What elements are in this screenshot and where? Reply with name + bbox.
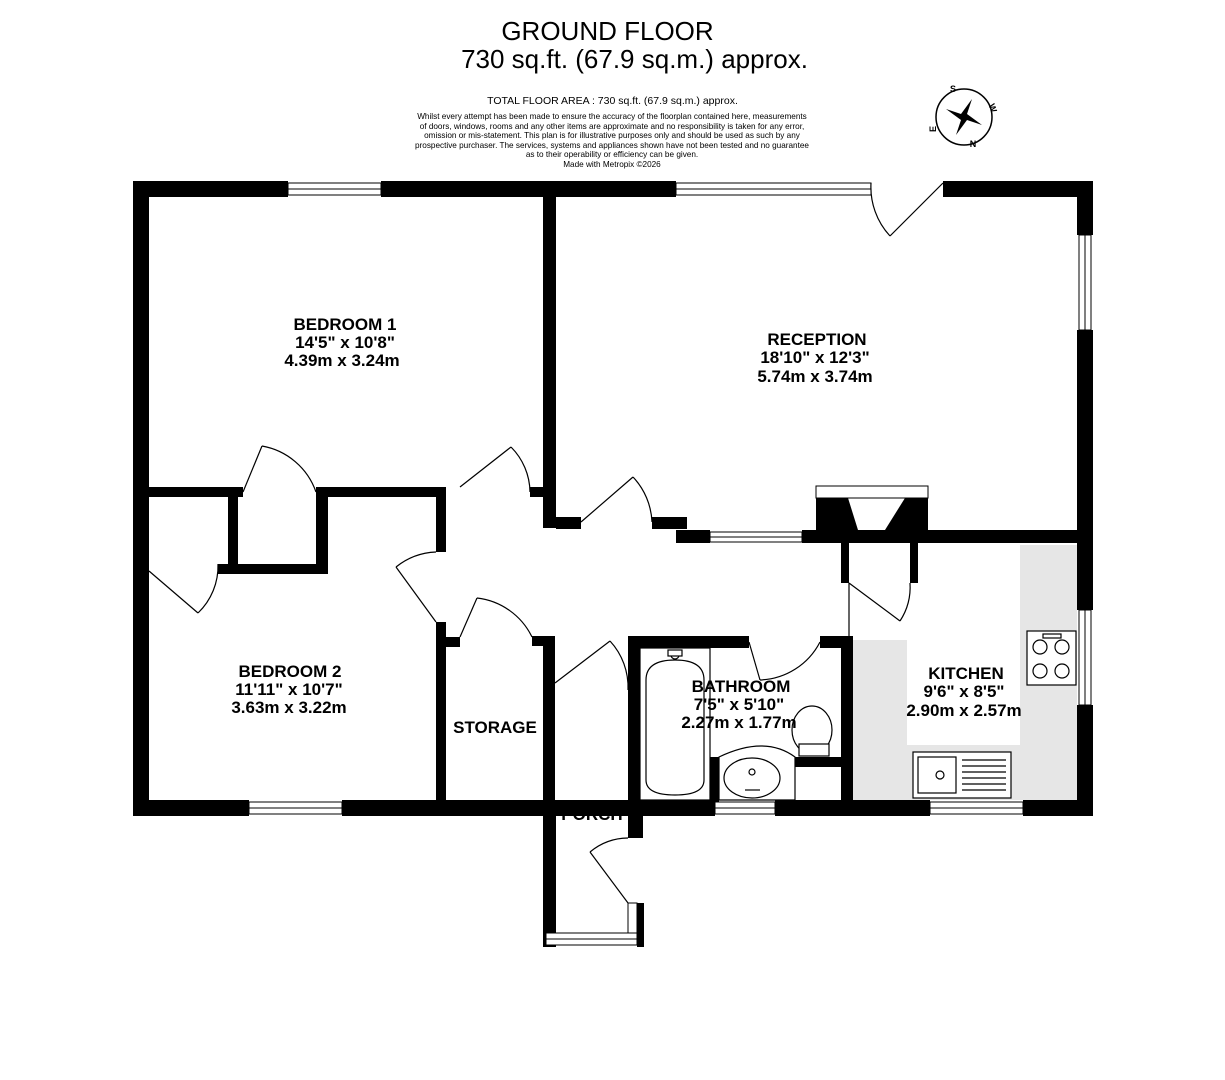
- kitchen-imperial: 9'6" x 8'5": [924, 682, 1005, 701]
- reception-metric: 5.74m x 3.74m: [757, 367, 872, 386]
- total-floor-area: TOTAL FLOOR AREA : 730 sq.ft. (67.9 sq.m…: [487, 95, 738, 107]
- kitchen-fixtures: [912, 630, 1077, 799]
- compass-n: N: [970, 139, 977, 149]
- bedroom1-name: BEDROOM 1: [294, 315, 397, 334]
- window-porch-side: [627, 902, 638, 934]
- bathroom-fixtures: [639, 647, 833, 801]
- disclaimer-line: prospective purchaser. The services, sys…: [414, 140, 809, 150]
- bedroom2-metric: 3.63m x 3.22m: [231, 698, 346, 717]
- kitchen-metric: 2.90m x 2.57m: [906, 701, 1021, 720]
- windows: [248, 182, 1092, 946]
- bath-tub-icon: [645, 659, 705, 796]
- compass-e: E: [928, 126, 938, 132]
- bedroom2-name: BEDROOM 2: [239, 662, 342, 681]
- bedroom1-metric: 4.39m x 3.24m: [284, 351, 399, 370]
- bathroom-metric: 2.27m x 1.77m: [681, 713, 796, 732]
- disclaimer-line: Made with Metropix ©2026: [563, 159, 661, 169]
- doors: [148, 182, 944, 904]
- bathroom-name: BATHROOM: [692, 677, 791, 696]
- sink-icon: [723, 757, 781, 799]
- porch-name: PORCH: [561, 805, 622, 824]
- hob-icon: [1026, 630, 1077, 686]
- disclaimer-line: omission or mis-statement. This plan is …: [424, 131, 800, 141]
- floor-title: GROUND FLOOR: [501, 16, 714, 46]
- bedroom2-imperial: 11'11" x 10'7": [235, 680, 342, 699]
- kitchen-name: KITCHEN: [928, 664, 1004, 683]
- compass-w: W: [987, 102, 999, 114]
- storage-name: STORAGE: [453, 718, 537, 737]
- disclaimer-line: Whilst every attempt has been made to en…: [417, 112, 807, 121]
- floor-area: 730 sq.ft. (67.9 sq.m.) approx.: [461, 44, 808, 74]
- bathroom-imperial: 7'5" x 5'10": [694, 695, 784, 714]
- room-labels: BEDROOM 1 14'5" x 10'8" 4.39m x 3.24m RE…: [231, 315, 1021, 824]
- reception-imperial: 18'10" x 12'3": [760, 348, 869, 367]
- disclaimer-line: of doors, windows, rooms and any other i…: [419, 121, 805, 131]
- disclaimer-line: as to their operability or efficiency ca…: [525, 150, 699, 160]
- bedroom1-imperial: 14'5" x 10'8": [295, 333, 395, 352]
- reception-name: RECEPTION: [767, 330, 866, 349]
- walls: [133, 181, 1093, 947]
- compass-s: S: [950, 84, 956, 94]
- disclaimer: Whilst every attempt has been made to en…: [398, 112, 826, 170]
- compass-icon: S W N E: [928, 84, 999, 149]
